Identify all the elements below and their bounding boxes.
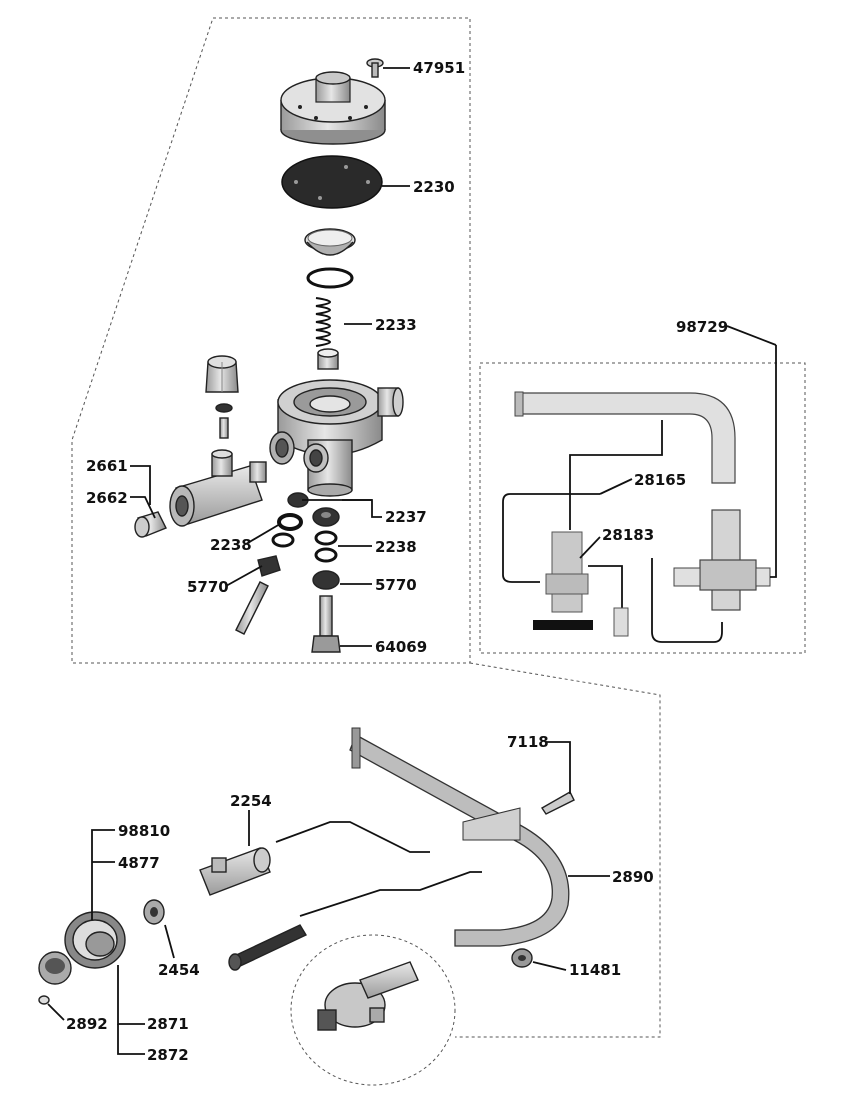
- label-28165: 28165: [634, 471, 686, 489]
- pilot-main-valve: [673, 345, 777, 611]
- regulator-detail-circle: [290, 934, 456, 1086]
- pilot-valve-body: [533, 531, 593, 630]
- part-labels: 47951 2230 2233 2661 2662 2237 2238 2238…: [66, 59, 728, 1064]
- label-2872: 2872: [147, 1046, 189, 1064]
- label-5770-left: 5770: [187, 578, 229, 596]
- small-washer: [215, 403, 233, 413]
- regulator-cap: [280, 71, 386, 145]
- washer-2238-left: [271, 513, 303, 548]
- label-2662: 2662: [86, 489, 128, 507]
- valve-2254: [199, 847, 271, 896]
- threaded-rod-left: [235, 581, 269, 635]
- pilot-burner-tube: [514, 391, 736, 484]
- plug-2662: [134, 511, 167, 538]
- label-2230: 2230: [413, 178, 455, 196]
- o-ring: [306, 267, 354, 289]
- nut-5770-right: [312, 570, 340, 590]
- igniter-rod: [228, 924, 307, 971]
- label-47951: 47951: [413, 59, 465, 77]
- label-2890: 2890: [612, 868, 654, 886]
- label-2254: 2254: [230, 792, 272, 810]
- label-64069: 64069: [375, 638, 427, 656]
- label-28183: 28183: [602, 526, 654, 544]
- label-11481: 11481: [569, 961, 621, 979]
- label-2871: 2871: [147, 1015, 189, 1033]
- side-valve-body: [169, 449, 267, 527]
- electrode-7118: [541, 791, 575, 815]
- label-4877: 4877: [118, 854, 160, 872]
- label-2454: 2454: [158, 961, 200, 979]
- diaphragm-2230: [281, 155, 383, 209]
- pilot-tube-lines: [502, 420, 723, 643]
- label-2237: 2237: [385, 508, 427, 526]
- nut-11481: [511, 948, 533, 968]
- regulator-body: [269, 379, 404, 497]
- label-2233: 2233: [375, 316, 417, 334]
- washer-2238-right: [314, 530, 338, 563]
- leader-lines: [47, 67, 777, 1055]
- label-98810: 98810: [118, 822, 170, 840]
- label-2892: 2892: [66, 1015, 108, 1033]
- burner-explode-outline: [455, 662, 661, 1038]
- label-2238-right: 2238: [375, 538, 417, 556]
- label-2661: 2661: [86, 457, 128, 475]
- spring-2233: [315, 297, 331, 347]
- regulator-explode-outline: [71, 17, 471, 664]
- cap-screw-47951: [366, 58, 384, 78]
- nut-2237: [312, 507, 340, 527]
- burner-tube-2890: [349, 727, 570, 947]
- plug-2892: [38, 995, 50, 1005]
- label-98729: 98729: [676, 318, 728, 336]
- pilot-fitting: [613, 607, 629, 637]
- small-pin: [219, 417, 229, 439]
- nut-5770-left: [257, 555, 281, 577]
- shroud-4877: [64, 911, 126, 969]
- hex-cap: [205, 355, 239, 393]
- plunger: [317, 348, 339, 370]
- fitting-2454: [143, 899, 165, 925]
- thermocouple-tubes: [275, 821, 482, 917]
- label-2238-left: 2238: [210, 536, 252, 554]
- valve-disc: [304, 228, 356, 256]
- label-7118: 7118: [507, 733, 549, 751]
- regulator-detail: [317, 961, 419, 1031]
- cap-2871: [38, 951, 72, 985]
- bolt-64069: [311, 595, 341, 653]
- label-5770-right: 5770: [375, 576, 417, 594]
- pilot-assembly-outline: [479, 362, 806, 654]
